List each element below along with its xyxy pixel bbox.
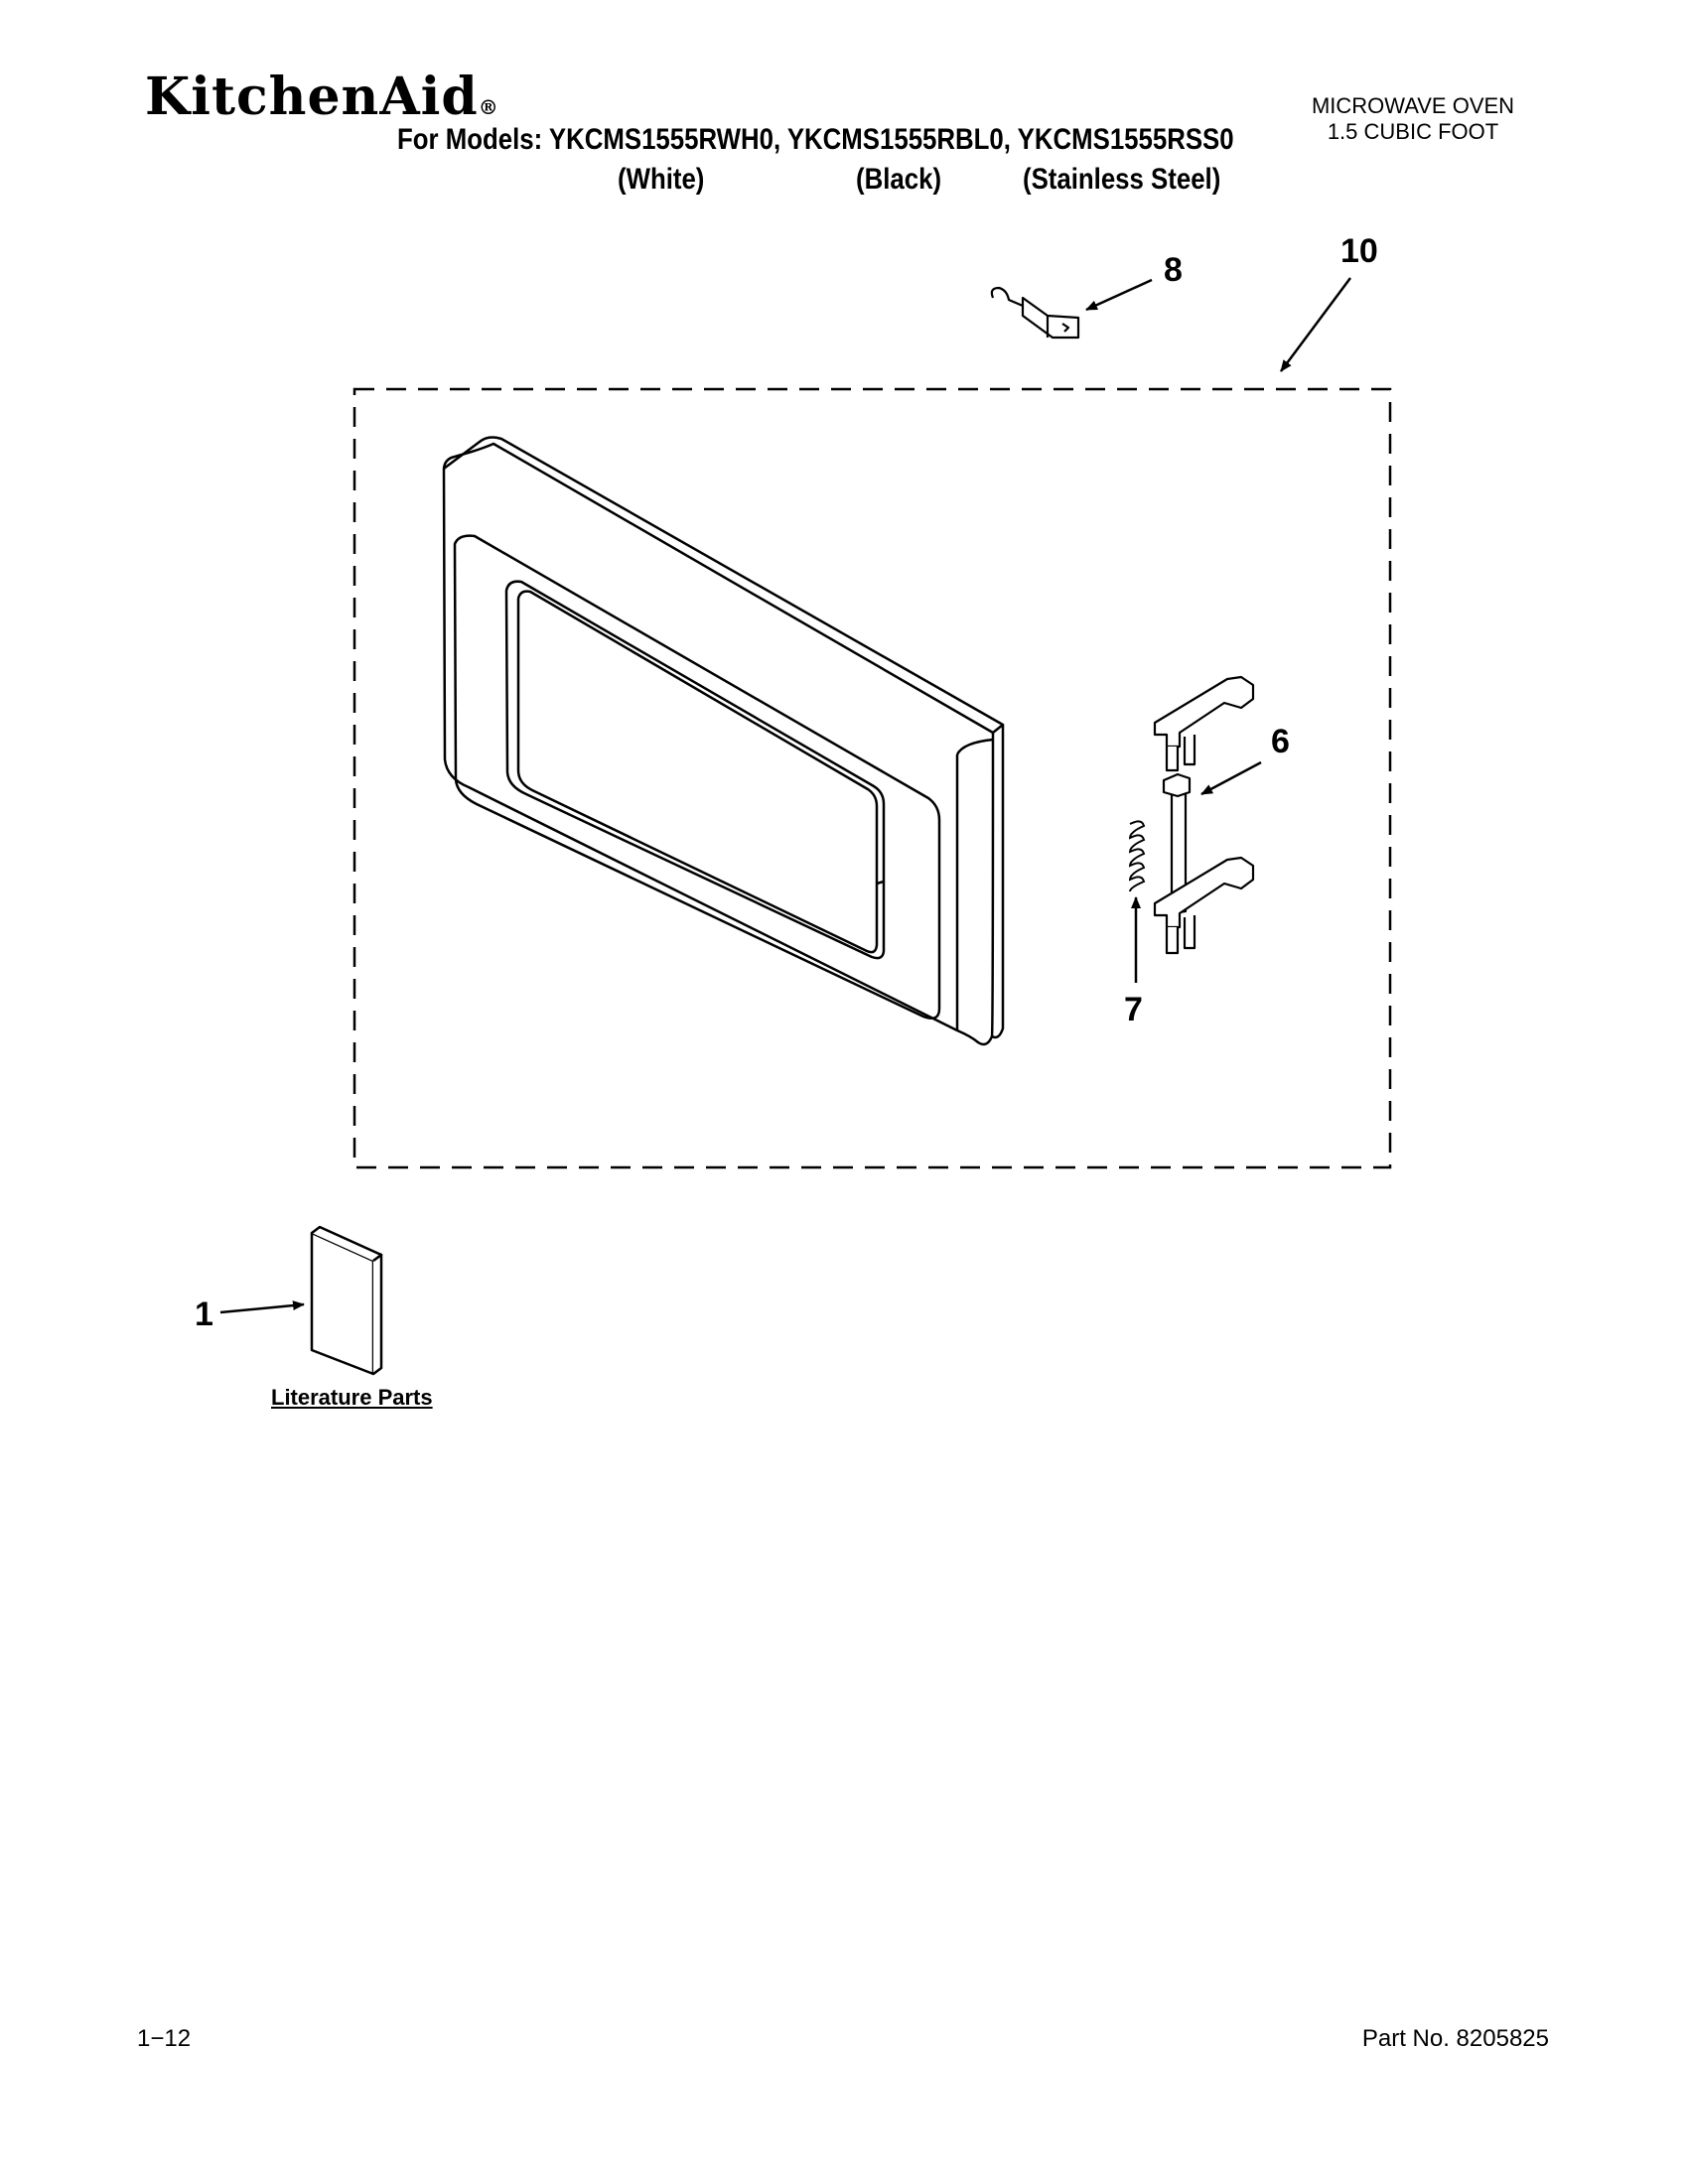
variant-white: (White) (618, 163, 705, 196)
product-type: MICROWAVE OVEN (1311, 93, 1515, 118)
capacity: 1.5 CUBIC FOOT (1327, 119, 1499, 144)
callout-6: 6 (1271, 723, 1290, 760)
callout-7: 7 (1124, 991, 1143, 1028)
page-number: 1−12 (137, 2025, 192, 2052)
callout-10: 10 (1340, 232, 1378, 270)
registered-mark: ® (478, 95, 499, 119)
leader-line-10 (1279, 277, 1352, 372)
door-hinge (990, 286, 1080, 340)
literature-booklet (310, 1225, 383, 1376)
product-type-block: MICROWAVE OVEN 1.5 CUBIC FOOT (1284, 93, 1542, 145)
door-latch (1153, 675, 1255, 955)
literature-parts-caption: Literature Parts (271, 1385, 433, 1410)
models-line: For Models: YKCMS1555RWH0, YKCMS1555RBL0… (397, 123, 1234, 156)
latch-spring (1128, 820, 1146, 892)
leader-line-1 (219, 1300, 305, 1314)
variant-black: (Black) (856, 163, 942, 196)
leader-line-8 (1085, 278, 1153, 312)
part-number: Part No. 8205825 (1361, 2025, 1549, 2052)
callout-8: 8 (1164, 251, 1183, 289)
leader-line-6 (1200, 760, 1262, 796)
variant-stainless: (Stainless Steel) (1023, 163, 1221, 196)
brand-logo: KitchenAid® (145, 71, 499, 123)
door-frame (442, 436, 1005, 1046)
door-assembly-boundary (352, 387, 1392, 1169)
callout-1: 1 (195, 1296, 213, 1333)
brand-name: KitchenAid (145, 67, 479, 127)
